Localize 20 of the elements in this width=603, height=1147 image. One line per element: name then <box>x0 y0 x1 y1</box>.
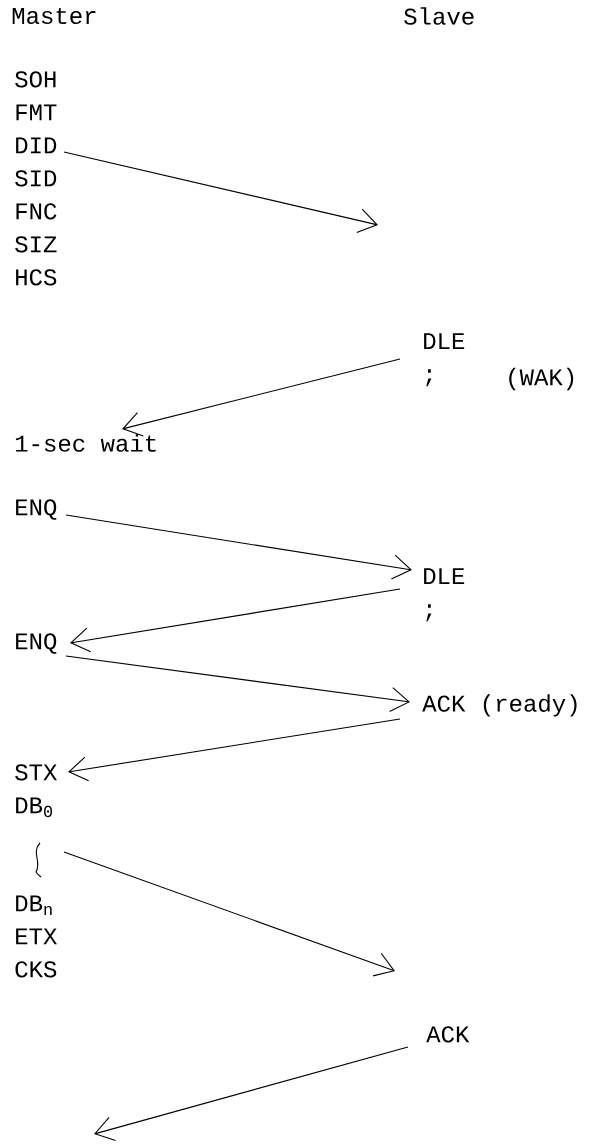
arrow <box>70 588 401 653</box>
message-text: ACK <box>426 1026 470 1043</box>
message-text: ENQ <box>16 499 57 520</box>
message-text: SOH FMT DID SID FNC SIZ HCS <box>15 71 57 286</box>
arrow <box>65 514 412 580</box>
message-text: STX DB$_{0}$ DB$_{n}$ ETX CKS <box>15 764 57 978</box>
message-text: DLE ; <box>424 333 465 387</box>
message-text: ACK (ready) <box>422 694 577 717</box>
message-text: ENQ <box>16 633 57 654</box>
note-text: (WAK) <box>509 367 574 391</box>
message-text: DLE ; <box>424 568 465 622</box>
heading-label: Master <box>12 7 96 25</box>
arrow <box>63 851 395 977</box>
arrow <box>65 655 410 712</box>
heading-label: Slave <box>404 7 474 25</box>
arrow <box>94 1046 409 1142</box>
arrow <box>68 718 401 782</box>
arrow <box>63 151 378 233</box>
arrow <box>122 358 401 437</box>
message-text: 1-sec wait <box>15 434 156 452</box>
